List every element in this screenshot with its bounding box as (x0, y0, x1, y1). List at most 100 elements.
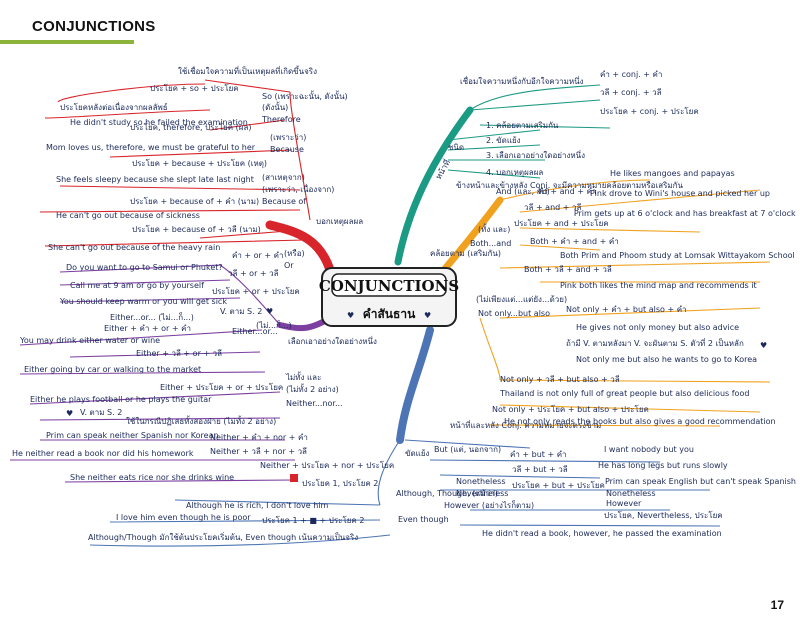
eitheror-label: Either...or... (232, 327, 278, 336)
becauseof-formula-1: ประโยค + because of + คำ (นาม) (130, 196, 259, 206)
heart-icon: ♥ (266, 307, 273, 316)
top-formula-1: คำ + conj. + คำ (600, 70, 662, 79)
page-number: 17 (770, 598, 784, 612)
or-formula-3: ประโยค + or + ประโยค (212, 286, 300, 296)
although-example-2: I love him even though he is poor (116, 513, 251, 522)
contrast-branch-label: ขัดแย้ง (405, 449, 430, 458)
but-formula-2: วลี + but + วลี (512, 465, 568, 474)
and-example-2: Pink drove to Wini's house and picked he… (590, 189, 770, 198)
becauseof-example-2: She can't go out because of the heavy ra… (48, 243, 220, 252)
but-label: But (แต่, นอกจาก) (434, 445, 501, 454)
heart-icon: ♥ (347, 311, 354, 320)
or-label: Or (284, 261, 294, 270)
neither-example-1: Prim can speak neither Spanish nor Korea… (46, 431, 219, 440)
so-description: ใช้เชื่อมใจความที่เป็นเหตุผลที่เกิดขึ้นจ… (178, 65, 317, 76)
neither-thai-2: (ไม่ทั้ง 2 อย่าง) (286, 383, 339, 394)
neither-thai: ไม่ทั้ง และ (285, 371, 321, 382)
branch-green (394, 106, 474, 266)
notonly-formula-3: Not only + ประโยค + but also + ประโยค (492, 404, 649, 414)
notonly-example-1b: Not only me but also he wants to go to K… (576, 355, 757, 364)
nonetheless-label: Nonetheless (456, 477, 505, 486)
even-though-label: Even though (398, 515, 449, 524)
cause-group: บอกเหตุผลผล ใช้เชื่อมใจความที่เป็นเหตุผล… (46, 65, 363, 252)
central-title: CONJUNCTIONS (319, 277, 459, 295)
because-thai: (เพราะว่า) (270, 133, 306, 142)
heart-icon: ♥ (424, 311, 431, 320)
notonly-example-2: Thailand is not only full of great peopl… (499, 389, 749, 398)
becauseof-label: Because of (262, 197, 306, 206)
but-formula-1: คำ + but + คำ (510, 450, 567, 459)
and-formula-3: ประโยค + and + ประโยค (514, 218, 609, 228)
although-example-1: Although he is rich, I don't love him (186, 501, 329, 510)
therefore-thai: (ดังนั้น) (262, 101, 288, 112)
but-example-2: He has long legs but runs slowly (598, 461, 728, 470)
either-formula-1: Either + คำ + or + คำ (104, 324, 191, 333)
notonly-formula-1: Not only + คำ + but also + คำ (566, 305, 687, 314)
notonly-example-3: He not only reads the books but also giv… (504, 417, 776, 426)
or-example-3: You should keep warm or you will get sic… (59, 297, 227, 306)
both-example-1: Both Prim and Phoom study at Lomsak Witt… (560, 251, 795, 260)
however-list-1: Nonetheless (606, 489, 655, 498)
becauseof-formula-2: ประโยค + because of + วลี (นาม) (132, 224, 261, 234)
however-example: He didn't read a book, however, he passe… (482, 529, 722, 538)
and-label: And (และ, กับ) (496, 187, 550, 196)
although-formula-1: ประโยค 1, ประโยค 2 (302, 478, 378, 488)
or-example-1: Do you want to go to Samui or Phuket? (66, 263, 223, 272)
central-thai-title: คำสันธาน (363, 307, 416, 321)
both-formula-1: Both + คำ + and + คำ (530, 237, 619, 246)
neither-formula-3: Neither + ประโยค + nor + ประโยค (260, 460, 394, 470)
and-example-3: Prim gets up at 6 o'clock and has breakf… (574, 209, 796, 218)
types-label: ชนิด (448, 143, 464, 152)
notonly-thai: (ไม่เพียงแต่...แต่ยัง...ด้วย) (476, 295, 567, 304)
neither-description: ใช้ในกรณีปฏิเสธทั้งสองฝ่าย (ไม่ทั้ง 2 อย… (126, 415, 276, 426)
addition-group: คล้อยตาม (เสริมกัน) ข้างหน้าและข้างหลัง … (430, 169, 796, 426)
heart-icon: ♥ (760, 341, 767, 350)
and-example-1: He likes mangoes and papayas (610, 169, 735, 178)
heart-icon: ♥ (66, 409, 73, 418)
becauseof-thai: (เพราะว่า, เนื่องจาก) (262, 183, 334, 194)
type-item: 2. ขัดแย้ง (486, 136, 521, 145)
or-formula-1: คำ + or + คำ (232, 251, 283, 260)
becauseof-example-1: He can't go out because of sickness (56, 211, 200, 220)
either-example-1: You may drink either water or wine (19, 336, 160, 345)
however-label: However (อย่างไรก็ตาม) (444, 500, 534, 510)
however-formula: ประโยค, Nevertheless, ประโยค (604, 510, 723, 520)
and-formula-1: คำ + and + คำ (538, 187, 596, 196)
either-example-3: Either he plays football or he plays the… (30, 395, 212, 404)
although-label: Although, Though, (แม้ว่า) (396, 489, 498, 498)
types-group: หน้าที่ ชนิด เชื่อมใจความหนึ่งกับอีกใจคว… (432, 70, 699, 181)
both-formula-2: Both + วลี + and + วลี (524, 265, 612, 274)
because-example: She feels sleepy because she slept late … (56, 175, 254, 184)
so-note: ประโยคหลังต่อเนื่องจากผลลัพธ์ (60, 101, 168, 112)
therefore-formula: ประโยค, therefore, ประโยค (ผล) (130, 122, 251, 132)
neither-label: Neither...nor... (286, 399, 343, 408)
addition-branch-label: คล้อยตาม (เสริมกัน) (430, 249, 501, 258)
so-formula: ประโยค + so + ประโยค (150, 83, 239, 93)
so-label: So (เพราะฉะนั้น, ดังนั้น) (262, 90, 348, 101)
either-formula-2: Either + วลี + or + วลี (136, 349, 222, 358)
header-accent-bar (0, 40, 134, 44)
notonly-label: Not only...but also (478, 309, 550, 318)
neither-formula-2: Neither + วลี + nor + วลี (210, 447, 307, 456)
central-node: CONJUNCTIONS คำสันธาน ♥ ♥ (319, 267, 459, 327)
contrast-group: ขัดแย้ง หน้าที่และหลัง Conj. ความหมายจะต… (88, 419, 796, 542)
either-formula-3: Either + ประโยค + or + ประโยค (160, 382, 283, 392)
top-formula-3: ประโยค + conj. + ประโยค (600, 106, 699, 116)
type-item: 3. เลือกเอาอย่างใดอย่างหนึ่ง (486, 149, 585, 160)
therefore-example: Mom loves us, therefore, we must be grat… (46, 143, 256, 152)
neither-agree: V. ตาม S. 2 (80, 408, 122, 417)
but-example-3: Prim can speak English but can't speak S… (605, 477, 796, 486)
neither-example-3: She neither eats rice nor she drinks win… (70, 473, 234, 482)
notonly-example-1: He gives not only money but also advice (576, 323, 739, 332)
becauseof-thai-2: (สาเหตุจาก) (262, 173, 305, 182)
branch-red (265, 220, 335, 275)
alternative-branch-label: เลือกเอาอย่างใดอย่างหนึ่ง (288, 335, 377, 346)
contrast-intro: หน้าที่และหลัง Conj. ความหมายจะตรงข้าม (450, 419, 601, 430)
alternative-group: เลือกเอาอย่างใดอย่างหนึ่ง (หรือ) Or คำ +… (12, 249, 394, 482)
top-formula-2: วลี + conj. + วลี (600, 88, 662, 97)
placeholder-square-icon (290, 474, 298, 482)
branch-blue (396, 326, 434, 444)
however-list-2: However (606, 499, 642, 508)
either-example-2: Either going by car or walking to the ma… (24, 365, 201, 374)
